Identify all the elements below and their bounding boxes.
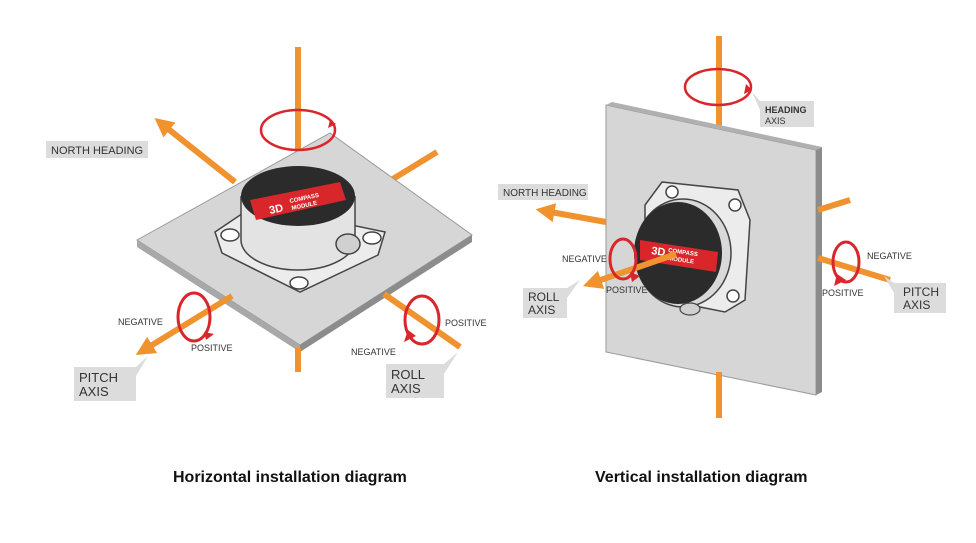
pitch-axis-label-line2-v: AXIS [903, 298, 930, 312]
heading-rotation-icon [259, 108, 337, 152]
pitch-rotation-icon [176, 291, 212, 343]
roll-rotation-icon [403, 294, 441, 346]
module-label-3d: 3D [268, 202, 284, 217]
pitch-axis-back-v [817, 197, 851, 213]
module-label-line2-v: MODULE [668, 256, 695, 266]
pitch-rotation-arrow-icon-v [834, 274, 846, 286]
heading-axis-tag-pointer-v [752, 92, 760, 110]
roll-axis-front [382, 291, 462, 350]
pitch-rotation-arrow-icon [204, 332, 214, 340]
pitch-axis-arrow [135, 293, 234, 356]
roll-rotation-icon-v [608, 237, 638, 281]
pitch-positive-label: POSITIVE [191, 343, 233, 353]
roll-axis-tag-pointer [444, 352, 458, 374]
pitch-axis-label-line1-v: PITCH [903, 285, 939, 299]
north-heading-axis [154, 118, 237, 185]
roll-positive-label: POSITIVE [445, 318, 487, 328]
heading-axis-label-line2-v: AXIS [765, 116, 786, 126]
roll-negative-label: NEGATIVE [351, 347, 396, 357]
pitch-axis-tag-v [894, 283, 946, 313]
compass-module: 3D COMPASS MODULE [214, 166, 386, 293]
vertical-diagram: 3D COMPASS MODULE HEADING AXIS NORTH HEA… [498, 36, 946, 418]
heading-rotation-icon-v [683, 67, 753, 107]
roll-negative-label-v: NEGATIVE [562, 254, 607, 264]
north-heading-axis-v [535, 203, 607, 225]
roll-axis-label-line2: AXIS [391, 381, 421, 396]
roll-axis-label-line1: ROLL [391, 367, 425, 382]
module-label-3d-v: 3D [651, 245, 667, 259]
pitch-rotation-icon-v [831, 240, 861, 284]
pitch-axis-tag-pointer [136, 356, 148, 376]
compass-module-v: 3D COMPASS MODULE [634, 181, 751, 316]
roll-axis-tag-pointer-v [567, 280, 580, 298]
horizontal-caption: Horizontal installation diagram [173, 469, 407, 486]
north-heading-tag-v [498, 184, 588, 200]
pitch-negative-label: NEGATIVE [118, 317, 163, 327]
pitch-axis-tag-pointer-v [884, 276, 894, 293]
roll-axis-label-line1-v: ROLL [528, 290, 560, 304]
north-heading-tag [46, 141, 148, 158]
heading-axis-label-line1-v: HEADING [765, 105, 807, 115]
heading-rotation-arrow-icon-v [744, 84, 752, 94]
module-label-line2: MODULE [291, 201, 318, 212]
pitch-axis-label-line2: AXIS [79, 384, 109, 399]
north-heading-label-v: NORTH HEADING [503, 188, 587, 199]
pitch-negative-label-v: NEGATIVE [867, 251, 912, 261]
roll-rotation-arrow-icon [404, 330, 416, 342]
heading-axis-tag-v [760, 101, 814, 127]
module-label-line1-v: COMPASS [668, 248, 698, 258]
roll-axis-tag [386, 364, 444, 398]
mounting-plate-edge-left [137, 240, 300, 352]
roll-axis-label-line2-v: AXIS [528, 303, 555, 317]
horizontal-diagram: 3D COMPASS MODULE NORTH HEADING NEGATIVE… [46, 47, 487, 401]
roll-positive-label-v: POSITIVE [606, 285, 648, 295]
pitch-axis-front-v [817, 255, 891, 283]
north-heading-label: NORTH HEADING [51, 145, 143, 157]
pitch-axis-label-line1: PITCH [79, 370, 118, 385]
pitch-axis-tag [74, 367, 136, 401]
wall-panel-top [606, 102, 822, 150]
wall-panel-side [816, 147, 822, 395]
heading-rotation-arrow-icon [328, 120, 336, 128]
vertical-caption: Vertical installation diagram [595, 469, 808, 486]
pitch-positive-label-v: POSITIVE [822, 288, 864, 298]
roll-axis-tag-v [523, 288, 567, 318]
roll-rotation-arrow-icon-v [630, 272, 640, 282]
